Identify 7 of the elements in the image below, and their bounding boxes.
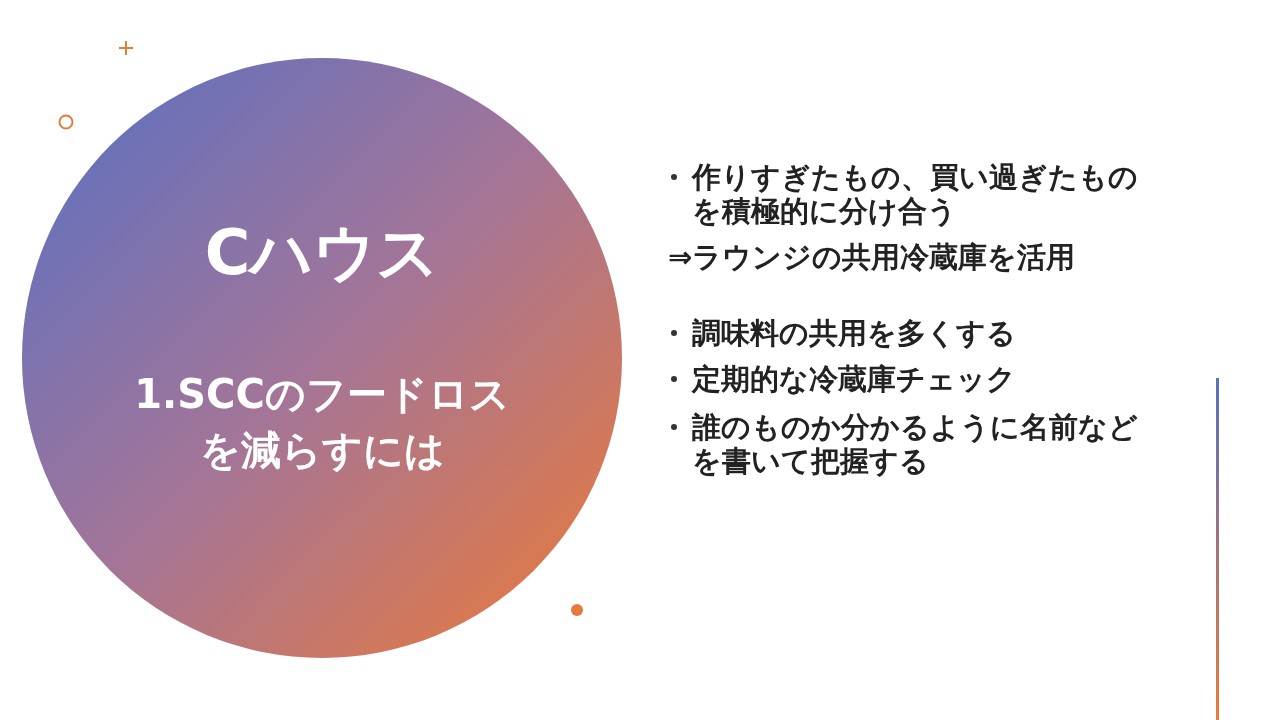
bullet-text: 作りすぎたもの、買い過ぎたものを積極的に分け合う — [692, 160, 1139, 228]
bullet-text: 定期的な冷蔵庫チェック — [692, 362, 1017, 396]
bullet-text: 調味料の共用を多くする — [692, 316, 1017, 350]
bullet-text: ⇒ラウンジの共用冷蔵庫を活用 — [668, 240, 1077, 274]
bullet-text: 誰のものか分かるように名前などを書いて把握する — [692, 410, 1139, 478]
subtitle: 1.SCCのフードロスを減らすには — [133, 370, 511, 475]
title: Cハウス — [203, 218, 441, 288]
